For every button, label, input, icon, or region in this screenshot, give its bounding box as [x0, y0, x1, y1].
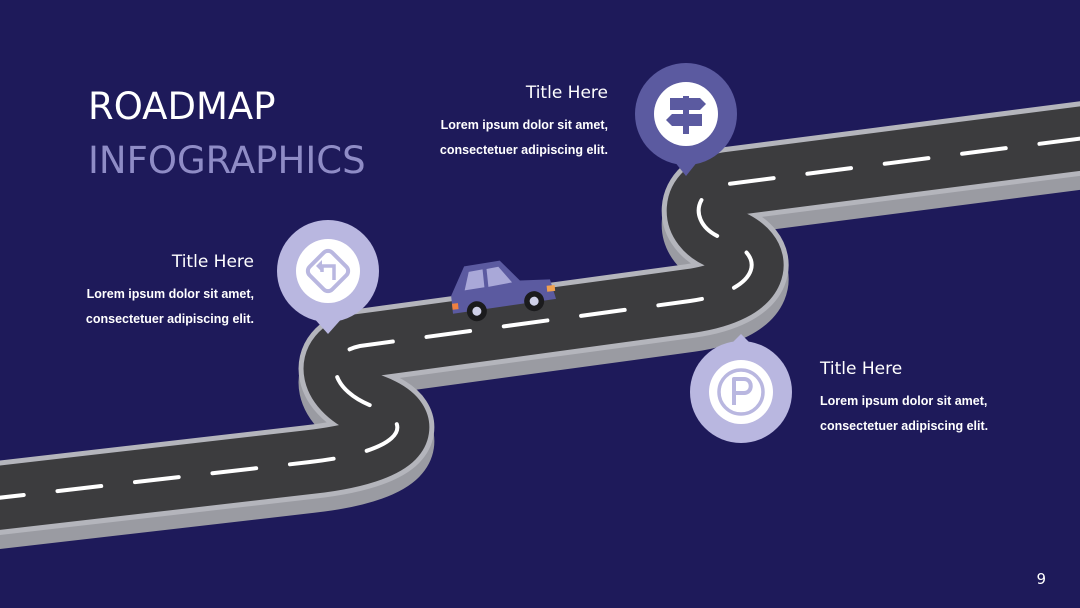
milestone-desc-line1: Lorem ipsum dolor sit amet, — [820, 394, 988, 408]
milestone-desc-line2: consectetuer adipiscing elit. — [439, 143, 608, 157]
signpost-icon — [666, 96, 706, 134]
milestone-title: Title Here — [525, 83, 608, 103]
milestone-desc-line1: Lorem ipsum dolor sit amet, — [86, 287, 254, 301]
milestone-text-2: Title Here Lorem ipsum dolor sit amet, c… — [86, 252, 254, 332]
milestone-pin-1 — [635, 63, 737, 176]
milestone-pin-2 — [277, 220, 379, 334]
milestone-text-1: Title Here Lorem ipsum dolor sit amet, c… — [440, 83, 608, 163]
milestone-pin-3 — [690, 334, 792, 443]
car-icon — [451, 260, 557, 322]
slide-title: ROADMAP — [88, 85, 276, 128]
page-number: 9 — [1036, 570, 1046, 588]
parking-icon — [717, 368, 765, 416]
milestone-desc-line2: consectetuer adipiscing elit. — [820, 419, 989, 433]
milestone-title: Title Here — [171, 252, 254, 272]
milestone-title: Title Here — [820, 359, 903, 379]
milestone-desc-line2: consectetuer adipiscing elit. — [85, 312, 254, 326]
milestone-text-3: Title Here Lorem ipsum dolor sit amet, c… — [820, 359, 988, 439]
lane-markings — [0, 136, 1080, 500]
milestone-desc-line1: Lorem ipsum dolor sit amet, — [440, 118, 608, 132]
turn-left-sign-icon — [305, 248, 351, 294]
slide-subtitle: INFOGRAPHICS — [88, 139, 366, 182]
